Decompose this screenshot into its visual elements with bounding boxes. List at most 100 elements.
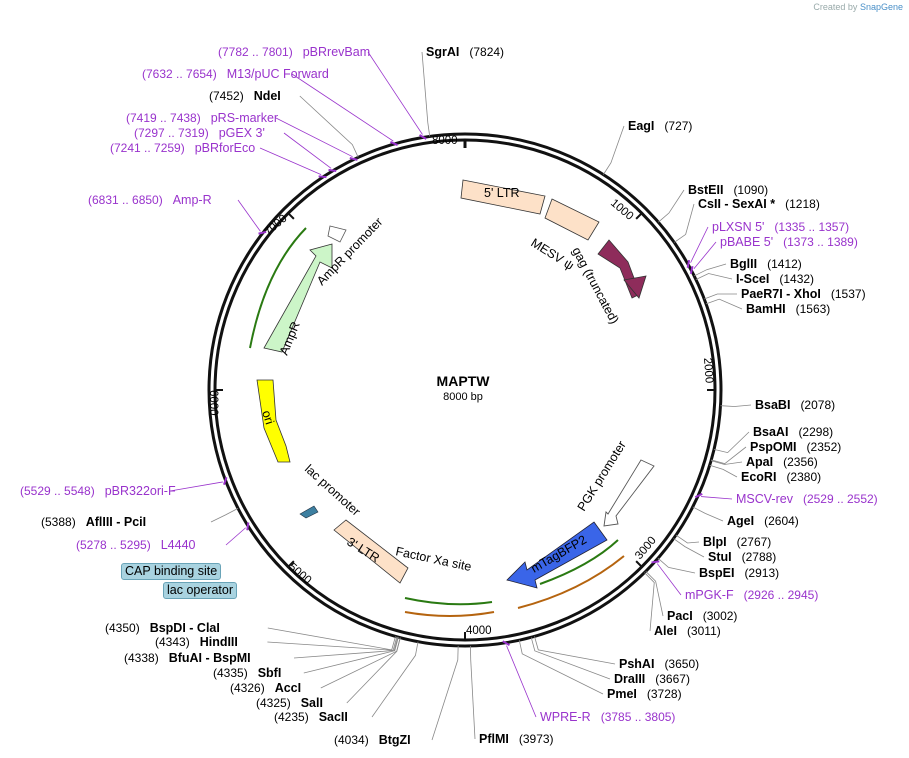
primer-label[interactable]: (7241 .. 7259)pBRforEco	[110, 141, 255, 155]
primer-name: pRS-marker	[211, 111, 278, 125]
enzyme-name: PshAI	[619, 657, 654, 671]
enzyme-name: BamHI	[746, 302, 786, 316]
plasmid-name: MAPTW	[437, 373, 491, 389]
enzyme-label[interactable]: AleI(3011)	[654, 624, 721, 638]
primer-label[interactable]: (7782 .. 7801)pBRrevBam	[218, 45, 370, 59]
enzyme-label[interactable]: CsII - SexAI *(1218)	[698, 197, 820, 211]
feature-ori-arrow[interactable]	[256, 379, 291, 463]
enzyme-name: SacII	[319, 710, 348, 724]
primer-label[interactable]: (5529 .. 5548)pBR322ori-F	[20, 484, 176, 498]
primer-range: (7782 .. 7801)	[218, 45, 293, 59]
leader-line	[673, 203, 695, 243]
leader-line	[210, 508, 239, 523]
enzyme-label[interactable]: BstEII(1090)	[688, 183, 768, 197]
primer-label[interactable]: (5278 .. 5295)L4440	[76, 538, 196, 552]
primer-leader-line	[291, 73, 394, 142]
enzyme-position: (4350)	[105, 621, 140, 635]
enzyme-label[interactable]: (4235) SacII	[274, 710, 348, 724]
enzyme-label[interactable]: EagI(727)	[628, 119, 692, 133]
enzyme-label[interactable]: (4338)BfuAI - BspMI	[124, 651, 251, 665]
enzyme-label[interactable]: ApaI(2356)	[746, 455, 818, 469]
primer-label[interactable]: MSCV-rev(2529 .. 2552)	[736, 492, 878, 506]
tick-label-6000: 6000	[207, 390, 219, 416]
enzyme-position: (4235)	[274, 710, 309, 724]
enzyme-label[interactable]: PflMI(3973)	[479, 732, 554, 746]
primer-marker	[349, 157, 358, 161]
enzyme-position: (3011)	[687, 624, 721, 638]
enzyme-label[interactable]: BlpI(2767)	[703, 535, 771, 549]
enzyme-position: (2604)	[764, 514, 799, 528]
leader-line	[530, 637, 611, 680]
leader-line	[673, 538, 705, 558]
primer-range: (2926 .. 2945)	[744, 588, 819, 602]
enzyme-name: SalI	[301, 696, 323, 710]
enzyme-position: (4326)	[230, 681, 265, 695]
enzyme-label[interactable]: DraIII(3667)	[614, 672, 690, 686]
enzyme-label[interactable]: BsaAI(2298)	[753, 425, 833, 439]
primer-name: MSCV-rev	[736, 492, 794, 506]
feature-3ltr-arrow[interactable]	[333, 519, 409, 584]
leader-line	[711, 446, 747, 465]
primer-label[interactable]: (7632 .. 7654)M13/pUC Forward	[142, 67, 329, 81]
primer-label[interactable]: mPGK-F(2926 .. 2945)	[685, 588, 818, 602]
enzyme-position: (7824)	[469, 45, 504, 59]
enzyme-label[interactable]: PshAI(3650)	[619, 657, 699, 671]
primer-label[interactable]: WPRE-R(3785 .. 3805)	[540, 710, 675, 724]
feature-ampr-arrow[interactable]	[263, 243, 333, 353]
tick-mark	[635, 212, 643, 220]
enzyme-label[interactable]: BspEI(2913)	[699, 566, 779, 580]
feature-pgk-arrow[interactable]	[603, 459, 655, 527]
enzyme-label[interactable]: StuI(2788)	[708, 550, 776, 564]
tick-label-1000: 1000	[608, 197, 635, 223]
enzyme-label[interactable]: (4350)BspDI - ClaI	[105, 621, 220, 635]
primer-marker	[689, 265, 694, 275]
leader-line	[705, 298, 743, 310]
enzyme-name: BtgZI	[379, 733, 411, 747]
primer-marker	[419, 134, 427, 140]
enzyme-name: ApaI	[746, 455, 773, 469]
tick-mark	[287, 212, 295, 220]
enzyme-label[interactable]: PmeI(3728)	[607, 687, 682, 701]
enzyme-label[interactable]: PacI(3002)	[667, 609, 737, 623]
enzyme-position: (3667)	[655, 672, 690, 686]
enzyme-position: (3002)	[703, 609, 738, 623]
enzyme-label[interactable]: PaeR7I - XhoI(1537)	[741, 287, 866, 301]
primer-label[interactable]: pLXSN 5'(1335 .. 1357)	[712, 220, 849, 234]
enzyme-label[interactable]: SgrAI (7824)	[426, 45, 504, 59]
leader-line	[534, 636, 616, 665]
primer-marker	[328, 168, 337, 173]
enzyme-label[interactable]: EcoRI(2380)	[741, 470, 821, 484]
primer-range: (5278 .. 5295)	[76, 538, 151, 552]
feature-mesv-arrow[interactable]	[544, 198, 600, 241]
enzyme-label[interactable]: (4034)BtgZI	[334, 733, 411, 747]
enzyme-name: SgrAI	[426, 45, 459, 59]
feature-tagbfp-arrow[interactable]	[506, 521, 608, 589]
enzyme-label[interactable]: (4326)AccI	[230, 681, 301, 695]
primer-label[interactable]: (7419 .. 7438)pRS-marker	[126, 111, 278, 125]
enzyme-label[interactable]: PspOMI(2352)	[750, 440, 841, 454]
feature-5ltr-arrow[interactable]	[460, 179, 546, 215]
leader-line	[603, 125, 625, 175]
enzyme-label[interactable]: I-SceI(1432)	[736, 272, 814, 286]
label-ori: ori	[259, 409, 277, 427]
enzyme-name: BstEII	[688, 183, 723, 197]
enzyme-label[interactable]: BsaBI(2078)	[755, 398, 835, 412]
enzyme-label[interactable]: (7452)NdeI	[209, 89, 281, 103]
enzyme-position: (2788)	[742, 550, 777, 564]
enzyme-label[interactable]: (5388)AflIII - PciI	[41, 515, 146, 529]
primer-label[interactable]: (6831 .. 6850)Amp-R	[88, 193, 212, 207]
lac-operator-label[interactable]: lac operator	[163, 582, 238, 599]
enzyme-label[interactable]: AgeI(2604)	[727, 514, 799, 528]
enzyme-label[interactable]: (4325)SalI	[256, 696, 323, 710]
primer-label[interactable]: (7297 .. 7319)pGEX 3'	[134, 126, 265, 140]
primer-label[interactable]: pBABE 5'(1373 .. 1389)	[720, 235, 858, 249]
enzyme-label[interactable]: (4335)SbfI	[213, 666, 281, 680]
enzyme-position: (2380)	[786, 470, 821, 484]
enzyme-label[interactable]: (4343)HindIII	[155, 635, 238, 649]
primer-marker	[390, 141, 398, 147]
enzyme-label[interactable]: BglII(1412)	[730, 257, 802, 271]
primer-range: (1373 .. 1389)	[783, 235, 858, 249]
cap-binding-site-label[interactable]: CAP binding site	[121, 563, 222, 580]
enzyme-label[interactable]: BamHI(1563)	[746, 302, 830, 316]
